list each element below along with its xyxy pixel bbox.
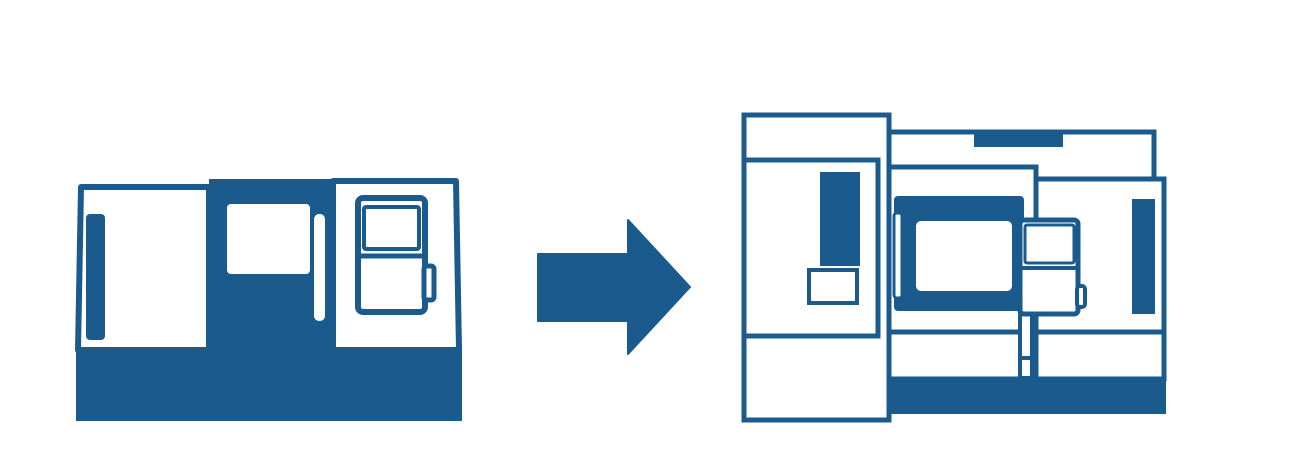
lathe-door-window — [227, 204, 310, 274]
machine-right-handle — [1132, 199, 1155, 314]
machine-pendant — [1017, 217, 1087, 317]
lathe-door-handle — [314, 214, 325, 321]
machine-left-handle — [820, 172, 860, 266]
lathe-pendant — [355, 195, 437, 315]
machine-left-panel — [807, 268, 859, 305]
right-arrow-icon — [537, 219, 691, 355]
lathe-base — [76, 346, 462, 421]
cnc-lathe-machine-icon — [75, 178, 462, 421]
machine-base — [886, 378, 1166, 414]
multi-tasking-machine-icon — [741, 112, 1167, 423]
machine-top-bar — [974, 134, 1063, 147]
machine-middle-lower — [885, 329, 1039, 382]
machine-right-lower — [1033, 329, 1167, 382]
lathe-left-handle — [86, 214, 105, 340]
machine-middle-handle — [892, 211, 904, 300]
machine-middle-window — [916, 221, 1012, 291]
